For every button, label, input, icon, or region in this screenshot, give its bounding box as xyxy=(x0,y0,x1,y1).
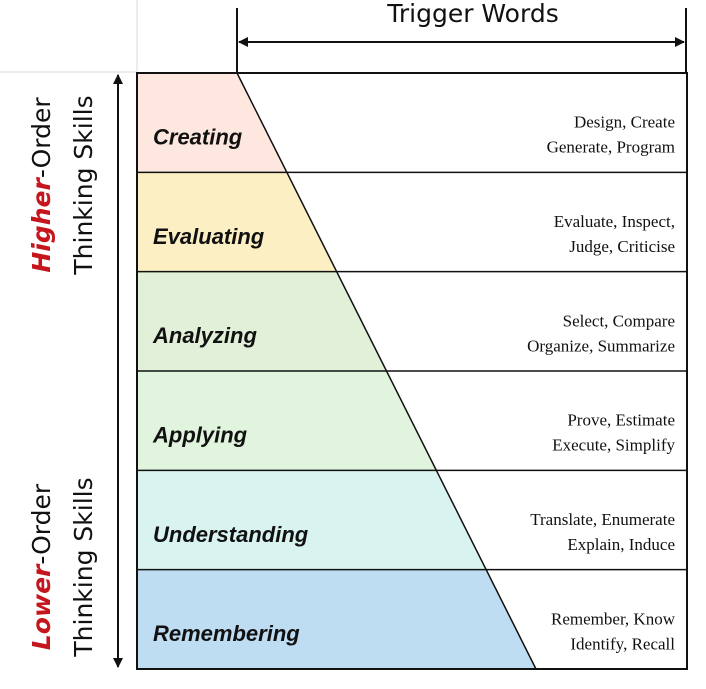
trigger-words-label: Trigger Words xyxy=(386,0,558,28)
trigger-evaluating-1: Evaluate, Inspect, xyxy=(554,212,675,231)
level-fill-analyzing xyxy=(137,271,387,371)
table-frame xyxy=(136,72,688,670)
trigger-creating-2: Generate, Program xyxy=(547,138,675,157)
level-fill-creating xyxy=(137,73,287,173)
level-name-understanding: Understanding xyxy=(153,522,309,547)
trigger-analyzing-2: Organize, Summarize xyxy=(527,336,675,355)
trigger-evaluating-2: Judge, Criticise xyxy=(569,237,675,256)
trigger-applying-1: Prove, Estimate xyxy=(567,411,675,430)
pyramid-edge xyxy=(236,72,537,670)
higher-rest: -Order xyxy=(27,97,56,178)
level-fill-applying xyxy=(137,371,437,471)
higher-line2: Thinking Skills xyxy=(69,95,98,275)
trigger-understanding-1: Translate, Enumerate xyxy=(530,510,675,529)
level-name-creating: Creating xyxy=(153,125,243,150)
trigger-remembering-1: Remember, Know xyxy=(551,609,676,628)
trigger-remembering-2: Identify, Recall xyxy=(570,634,675,653)
trigger-applying-2: Execute, Simplify xyxy=(552,436,675,455)
lower-accent: Lower xyxy=(27,563,56,650)
trigger-analyzing-1: Select, Compare xyxy=(563,311,675,330)
lower-rest: -Order xyxy=(27,483,56,564)
lower-order-label: Lower-Order Thinking Skills xyxy=(27,477,98,657)
trigger-understanding-2: Explain, Induce xyxy=(567,535,675,554)
level-name-analyzing: Analyzing xyxy=(152,323,257,348)
lower-line2: Thinking Skills xyxy=(69,477,98,657)
level-fill-evaluating xyxy=(137,172,337,272)
trigger-creating-1: Design, Create xyxy=(574,113,675,132)
svg-text:Higher-Order: Higher-Order xyxy=(27,97,56,273)
level-fill-remembering xyxy=(137,569,536,669)
level-name-remembering: Remembering xyxy=(153,621,300,646)
level-fill-understanding xyxy=(137,470,487,570)
svg-text:Lower-Order: Lower-Order xyxy=(27,483,56,650)
level-name-evaluating: Evaluating xyxy=(153,224,265,249)
level-name-applying: Applying xyxy=(152,423,248,448)
higher-order-label: Higher-Order Thinking Skills xyxy=(27,95,98,275)
higher-accent: Higher xyxy=(27,176,56,272)
